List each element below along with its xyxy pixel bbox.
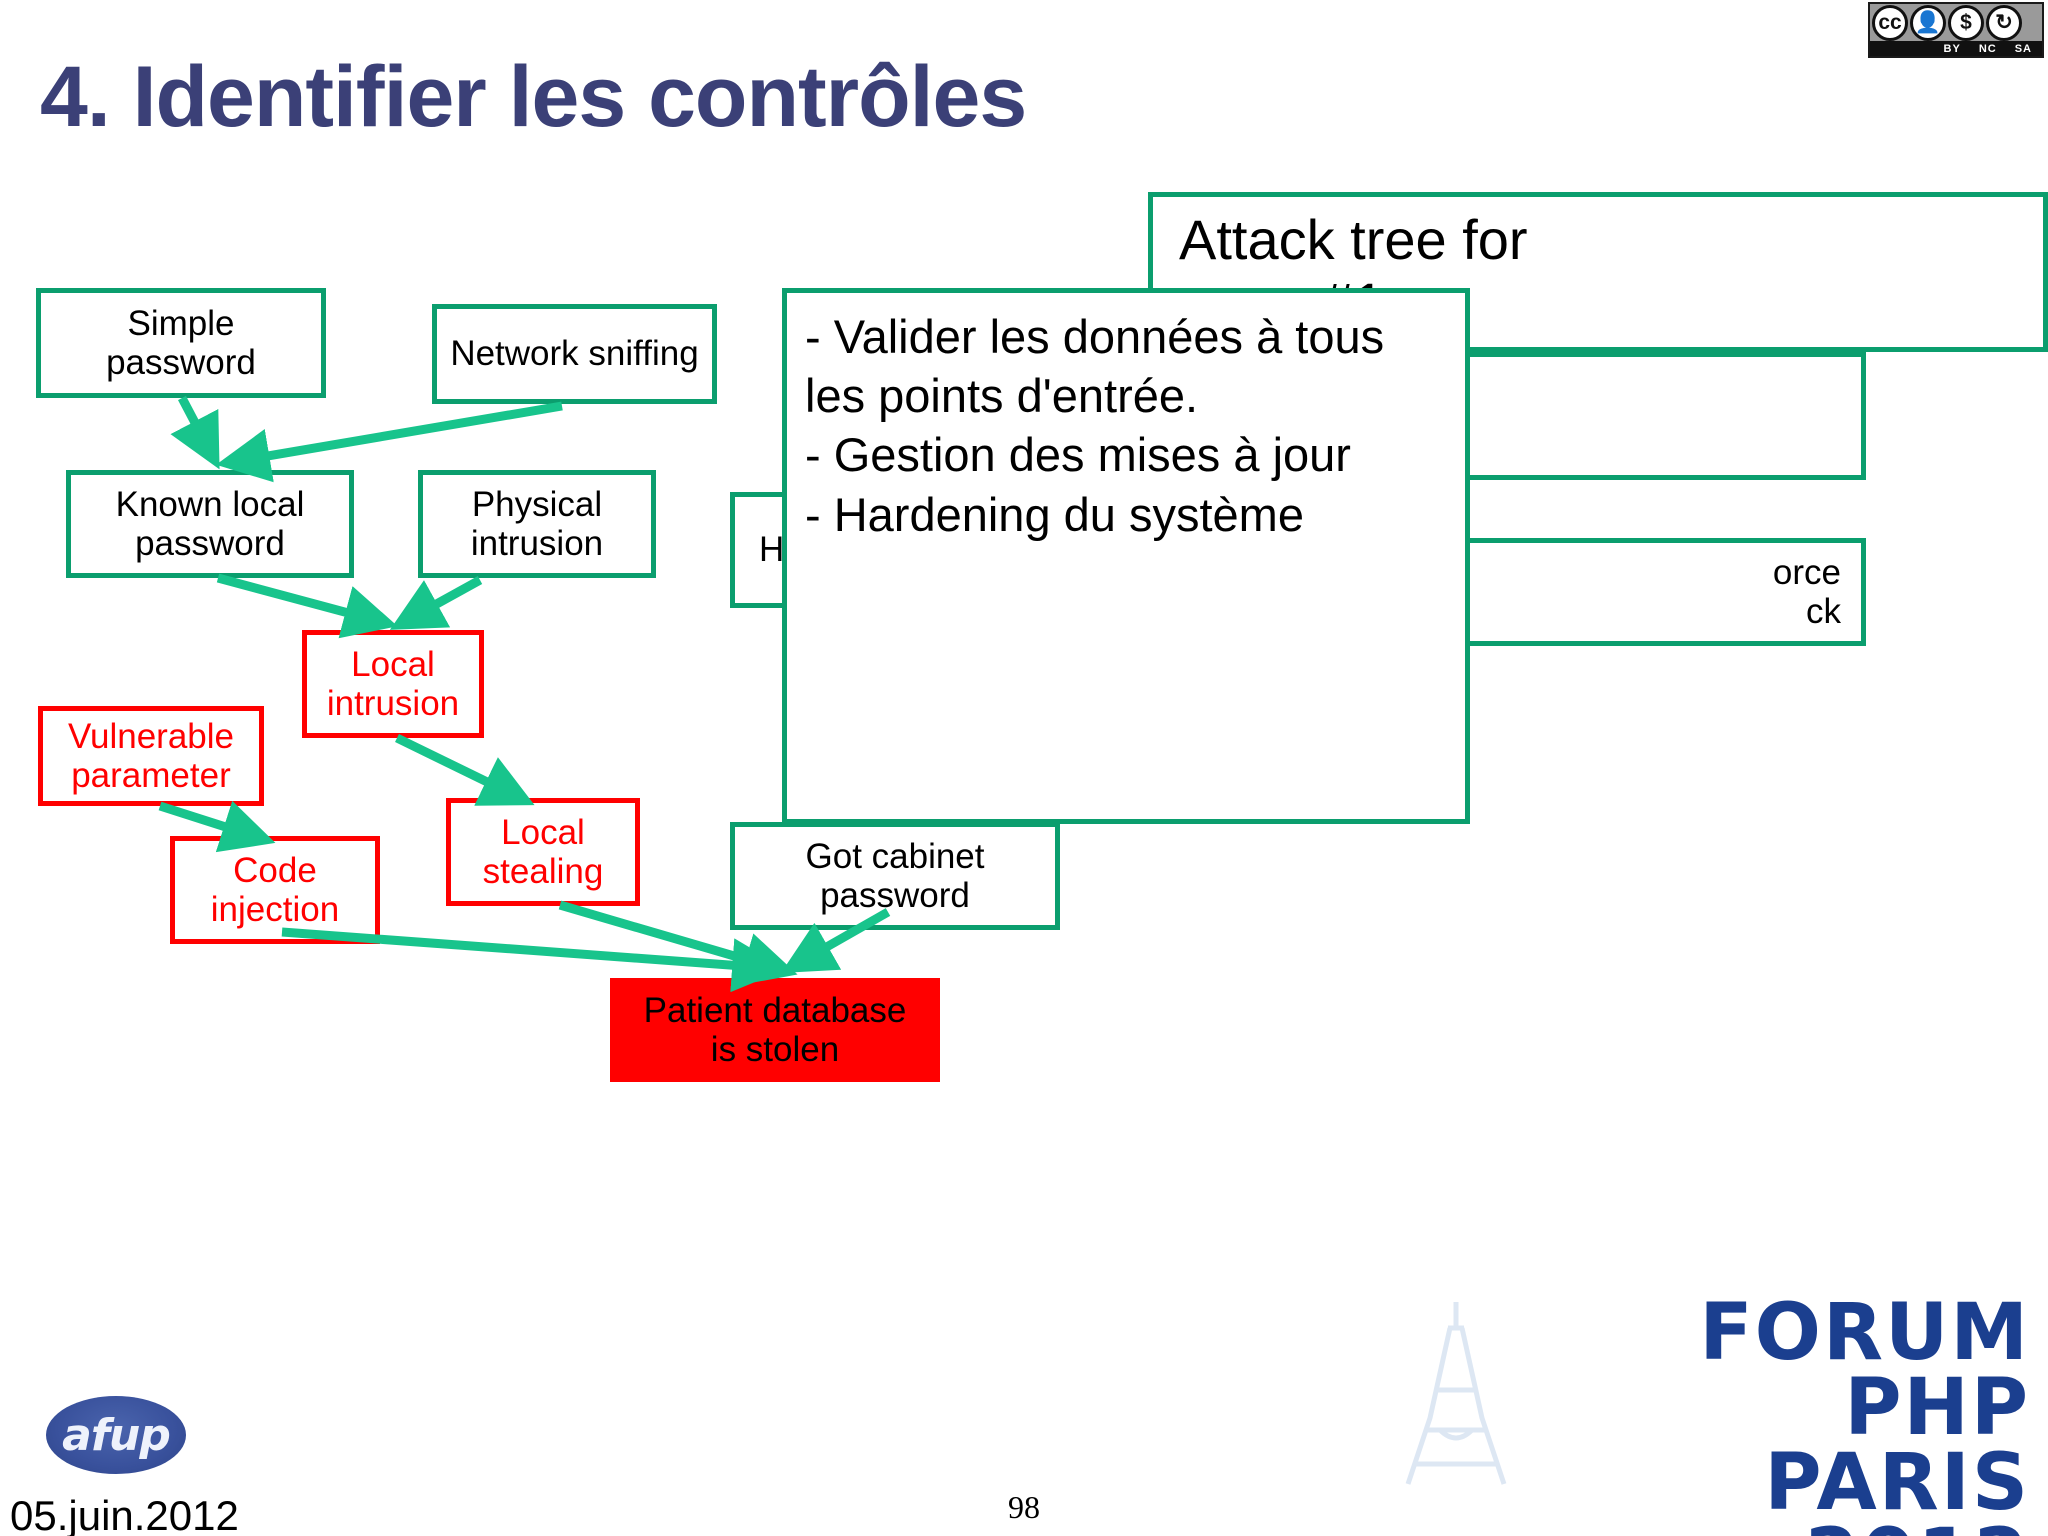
cc-sa-share-alike-icon: ↻ — [1986, 4, 2022, 41]
cc-nc-nodollar-icon: $ — [1948, 4, 1984, 41]
forum-logo-line1: FORUM PHP — [1699, 1288, 2030, 1453]
node-patient-database-stolen[interactable]: Patient database is stolen — [610, 978, 940, 1082]
cc-term-labels: BY NC SA — [1870, 41, 2042, 56]
node-network-sniffing[interactable]: Network sniffing — [432, 304, 717, 404]
forum-php-logo: FORUM PHP PARIS 2012 — [1560, 1288, 2030, 1536]
node-local-intrusion[interactable]: Local intrusion — [302, 630, 484, 738]
callout-line-3: - Hardening du système — [805, 487, 1304, 541]
callout-line-1: - Valider les données à tous les points … — [805, 310, 1385, 423]
cc-term-nc: NC — [1978, 42, 1997, 55]
node-brute-force-attack[interactable]: orce ck — [1448, 538, 1866, 646]
cc-by-person-icon: 👤 — [1910, 4, 1946, 41]
slide-number: 98 — [1008, 1489, 1040, 1525]
controls-callout[interactable]: - Valider les données à tous les points … — [782, 288, 1470, 824]
cc-logo-icon: cc — [1872, 4, 1908, 41]
cc-term-by: BY — [1943, 42, 1961, 55]
page-title: 4. Identifier les contrôles — [40, 49, 1027, 145]
forum-logo-line2: PARIS 2012 — [1764, 1437, 2030, 1536]
node-physical-intrusion[interactable]: Physical intrusion — [418, 470, 656, 578]
creative-commons-badge: cc 👤 $ ↻ BY NC SA — [1868, 2, 2044, 58]
node-got-cabinet-password[interactable]: Got cabinet password — [730, 822, 1060, 930]
node-code-injection[interactable]: Code injection — [170, 836, 380, 944]
afup-logo: afup — [46, 1396, 186, 1474]
node-vulnerable-parameter[interactable]: Vulnerable parameter — [38, 706, 264, 806]
eiffel-tower-icon — [1405, 1302, 1507, 1485]
slide-date: 05.juin.2012 — [10, 1492, 239, 1536]
cc-term-sa: SA — [2014, 42, 2032, 55]
node-partial-right-upper[interactable] — [1448, 352, 1866, 480]
node-known-local-password[interactable]: Known local password — [66, 470, 354, 578]
cc-icon-row: cc 👤 $ ↻ — [1870, 4, 2042, 41]
callout-line-2: - Gestion des mises à jour — [805, 428, 1351, 482]
afup-logo-text: afup — [62, 1409, 171, 1461]
node-simple-password[interactable]: Simple password — [36, 288, 326, 398]
node-local-stealing[interactable]: Local stealing — [446, 798, 640, 906]
